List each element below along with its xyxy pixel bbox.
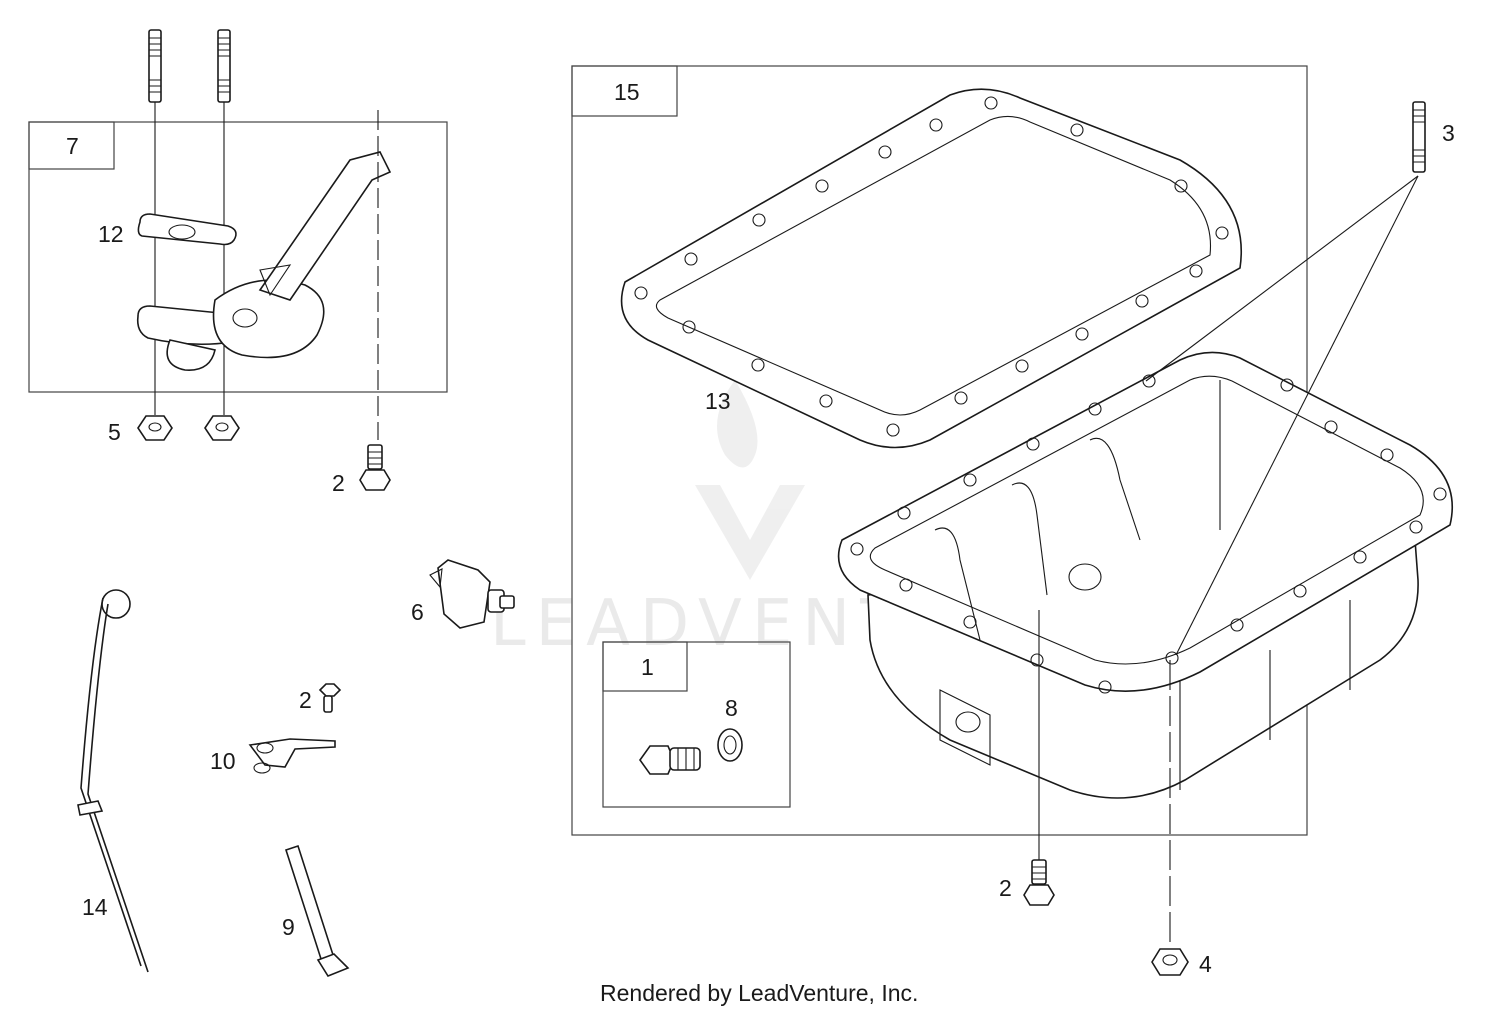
dipstick-tube: [284, 844, 350, 977]
callout-4: 4: [1199, 951, 1212, 977]
dipstick: [77, 589, 149, 973]
stud-part: [148, 29, 162, 415]
callout-7: 7: [66, 133, 79, 159]
callout-6: 6: [411, 599, 424, 625]
dipstick-bracket: [248, 738, 336, 774]
callout-1: 1: [641, 654, 654, 680]
oil-pan-group: [571, 65, 1454, 836]
pan-nut-part: [1151, 948, 1189, 976]
callout-2: 2: [332, 470, 345, 496]
callout-2: 2: [299, 687, 312, 713]
leader-lines: [1038, 175, 1419, 945]
callout-10: 10: [210, 748, 236, 774]
callout-2: 2: [999, 875, 1012, 901]
nut-part: [204, 415, 240, 441]
pan-holes: [850, 374, 1447, 694]
nut-part: [137, 415, 173, 441]
footer-credit: Rendered by LeadVenture, Inc.: [600, 980, 918, 1006]
callout-3: 3: [1442, 120, 1455, 146]
callout-14: 14: [82, 894, 108, 920]
callout-8: 8: [725, 695, 738, 721]
drain-plug-group: [602, 641, 791, 808]
oil-pan: [837, 351, 1454, 799]
stud-part: [217, 29, 231, 415]
callout-9: 9: [282, 914, 295, 940]
oil-pan-gasket: [620, 88, 1242, 449]
callout-5: 5: [108, 419, 121, 445]
oil-pressure-switch: [429, 559, 515, 629]
callout-12: 12: [98, 221, 124, 247]
pickup-gasket: [137, 213, 237, 246]
stud-part-3: [1412, 101, 1426, 173]
callout-13: 13: [705, 388, 731, 414]
oil-pickup-group: [28, 29, 448, 491]
drain-washer: [717, 728, 743, 762]
callout-15: 15: [614, 79, 640, 105]
drain-plug: [639, 745, 701, 775]
bolt-part: [359, 444, 391, 491]
gasket-holes: [634, 96, 1229, 437]
pan-bolt-part: [1023, 859, 1055, 906]
small-bolt-part: [318, 683, 342, 713]
